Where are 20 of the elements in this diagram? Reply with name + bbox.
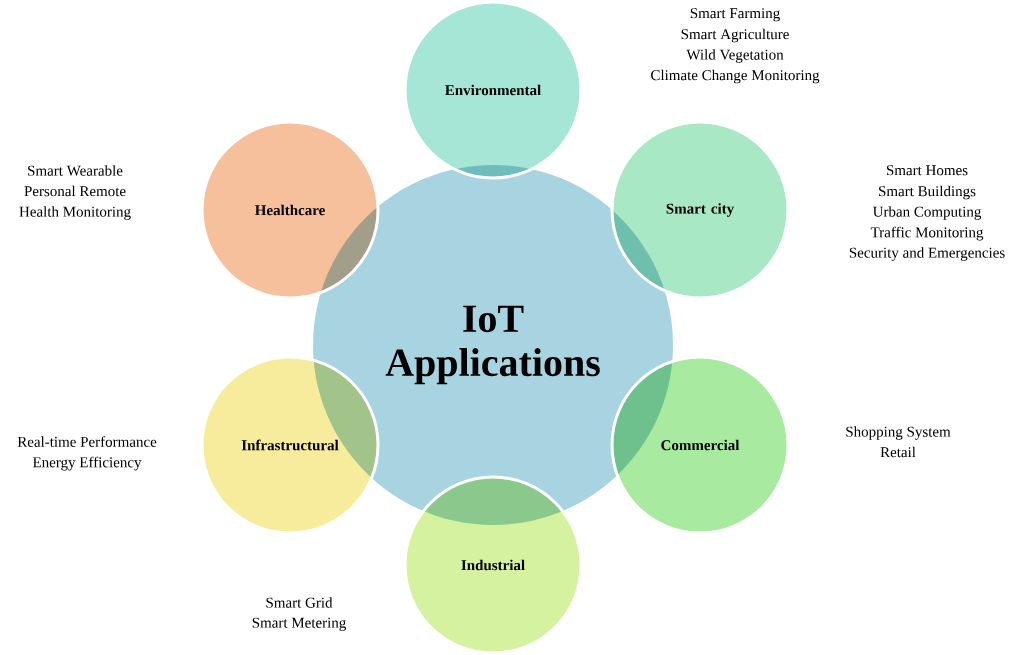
node-label: Industrial [461, 559, 525, 571]
item-text: Security and Emergencies [849, 247, 1005, 261]
item-text: Smart Metering [252, 617, 346, 631]
item-text: Smart Homes [886, 165, 968, 176]
node-label: Environmental [445, 84, 541, 96]
item-text: Urban Computing [872, 206, 982, 220]
item-text: Smart Grid [266, 597, 333, 608]
item-text: Retail [880, 446, 916, 458]
item-text: Wild Vegetation [686, 49, 784, 63]
item-text: Shopping System [846, 426, 951, 440]
item-text: Real-time Performance [17, 436, 157, 447]
item-text: Smart Buildings [879, 185, 976, 200]
item-text: Smart Farming [690, 8, 780, 22]
item-text: Climate Change Monitoring [651, 69, 820, 84]
item-text: Traffic Monitoring [870, 226, 984, 241]
item-text: Health Monitoring [19, 206, 131, 220]
item-text: Smart Wearable [28, 165, 123, 176]
item-text: Personal Remote [24, 185, 126, 197]
item-text: Energy Efficiency [32, 456, 142, 471]
item-text: Smart Agriculture [681, 28, 789, 43]
